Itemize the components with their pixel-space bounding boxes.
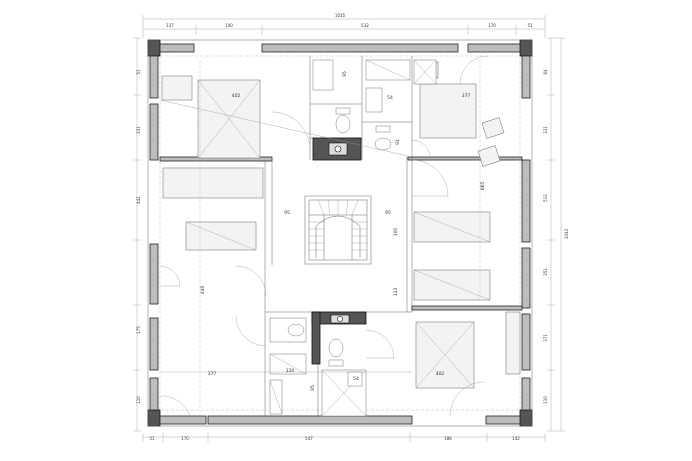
dim-right-6: 110 [543,396,548,404]
dim-left-2: 331 [136,126,141,134]
dim-right-5: 371 [543,334,548,342]
furniture [161,59,521,417]
dim-left-4: 175 [136,326,141,334]
dim-right-4: 351 [543,268,548,276]
room-label-sw: 377 [208,371,217,377]
dim-left-5: 110 [136,396,141,404]
corner-sw [147,409,161,427]
stair-dim-bottom: 113 [393,288,399,297]
staircase [304,195,372,265]
corner-se [519,409,533,427]
room-label-se: 402 [436,371,445,377]
dim-top-1: 137 [166,23,174,28]
dim-bottom-3: 547 [305,436,313,441]
dim-top-2: 100 [225,23,233,28]
dim-right-total: 1043 [564,228,569,239]
stair-dim-right: 95 [385,210,391,216]
toilet-icon [287,323,305,337]
dim-right-2: 331 [543,126,548,134]
corner-ne [519,39,533,57]
sink-icon [334,145,342,153]
dim-bottom-1: 51 [149,436,155,441]
dim-left-3: 441 [136,196,141,204]
room-label-e: 665 [480,182,486,191]
bath-bot-dim-a: 95 [310,385,316,391]
bath-top-dim-a: 95 [342,71,348,77]
dim-top-total: 1035 [335,13,346,18]
dim-bottom-5: 142 [512,436,520,441]
bath-top-dim-c: 91 [395,139,401,145]
dim-right-1: 64 [543,69,548,75]
stair-dim-left: 95 [284,210,290,216]
dim-top-5: 51 [527,23,533,28]
dim-bottom-2: 170 [181,436,189,441]
room-labels: 402 377 449 665 377 402 95 95 113 100 95… [200,71,486,391]
dim-top-3: 532 [361,23,369,28]
corner-nw [147,39,161,57]
dimension-labels: 1035 137 100 532 170 51 51 170 547 186 1… [136,13,569,441]
room-label-nw: 402 [232,93,241,99]
dim-left-1: 51 [136,69,141,75]
bath-top-dim-b: 54 [387,95,393,101]
room-label-ne: 377 [462,93,471,99]
toilet-icon [335,114,351,134]
bath-bot-dim-c: 54 [353,376,359,382]
exterior-walls [147,39,533,427]
dim-right-3: 512 [543,194,548,202]
dimension-lines [133,15,565,442]
dim-bottom-4: 186 [444,436,452,441]
bath-bot-dim-b: 120 [286,368,295,374]
room-label-w: 449 [200,286,206,295]
dim-top-4: 170 [488,23,496,28]
door-swings [159,55,489,417]
toilet-icon [328,338,344,358]
sink-icon [337,316,343,322]
guide-lines [159,60,481,412]
stair-dim-side: 100 [393,228,399,237]
toilet-icon [374,137,392,151]
